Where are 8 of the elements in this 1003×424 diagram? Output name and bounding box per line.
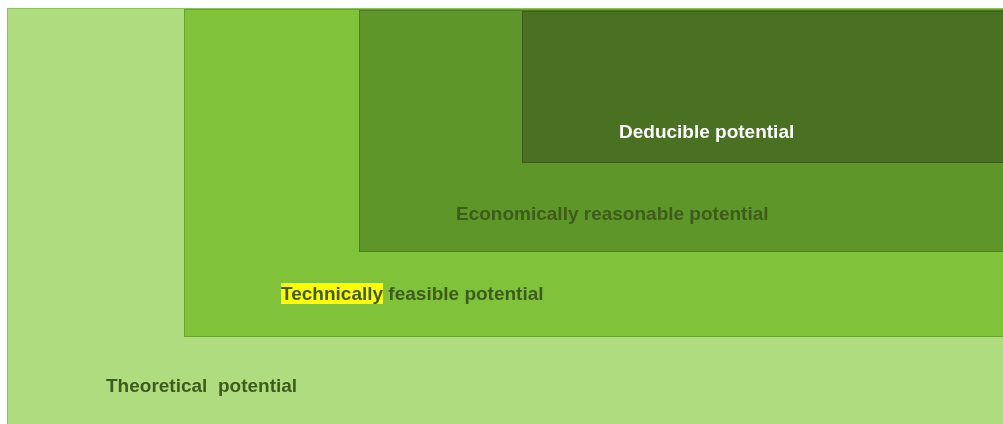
region-label: Technically feasible potential bbox=[281, 282, 544, 306]
nested-region-box bbox=[184, 9, 1003, 337]
region-label: Theoretical potential bbox=[106, 374, 298, 398]
region-label: Economically reasonable potential bbox=[456, 202, 769, 226]
region-label: Deducible potential bbox=[619, 120, 795, 144]
nested-region-box bbox=[522, 11, 1003, 163]
nested-region-box bbox=[7, 8, 1003, 424]
nested-region-box bbox=[359, 10, 1003, 252]
